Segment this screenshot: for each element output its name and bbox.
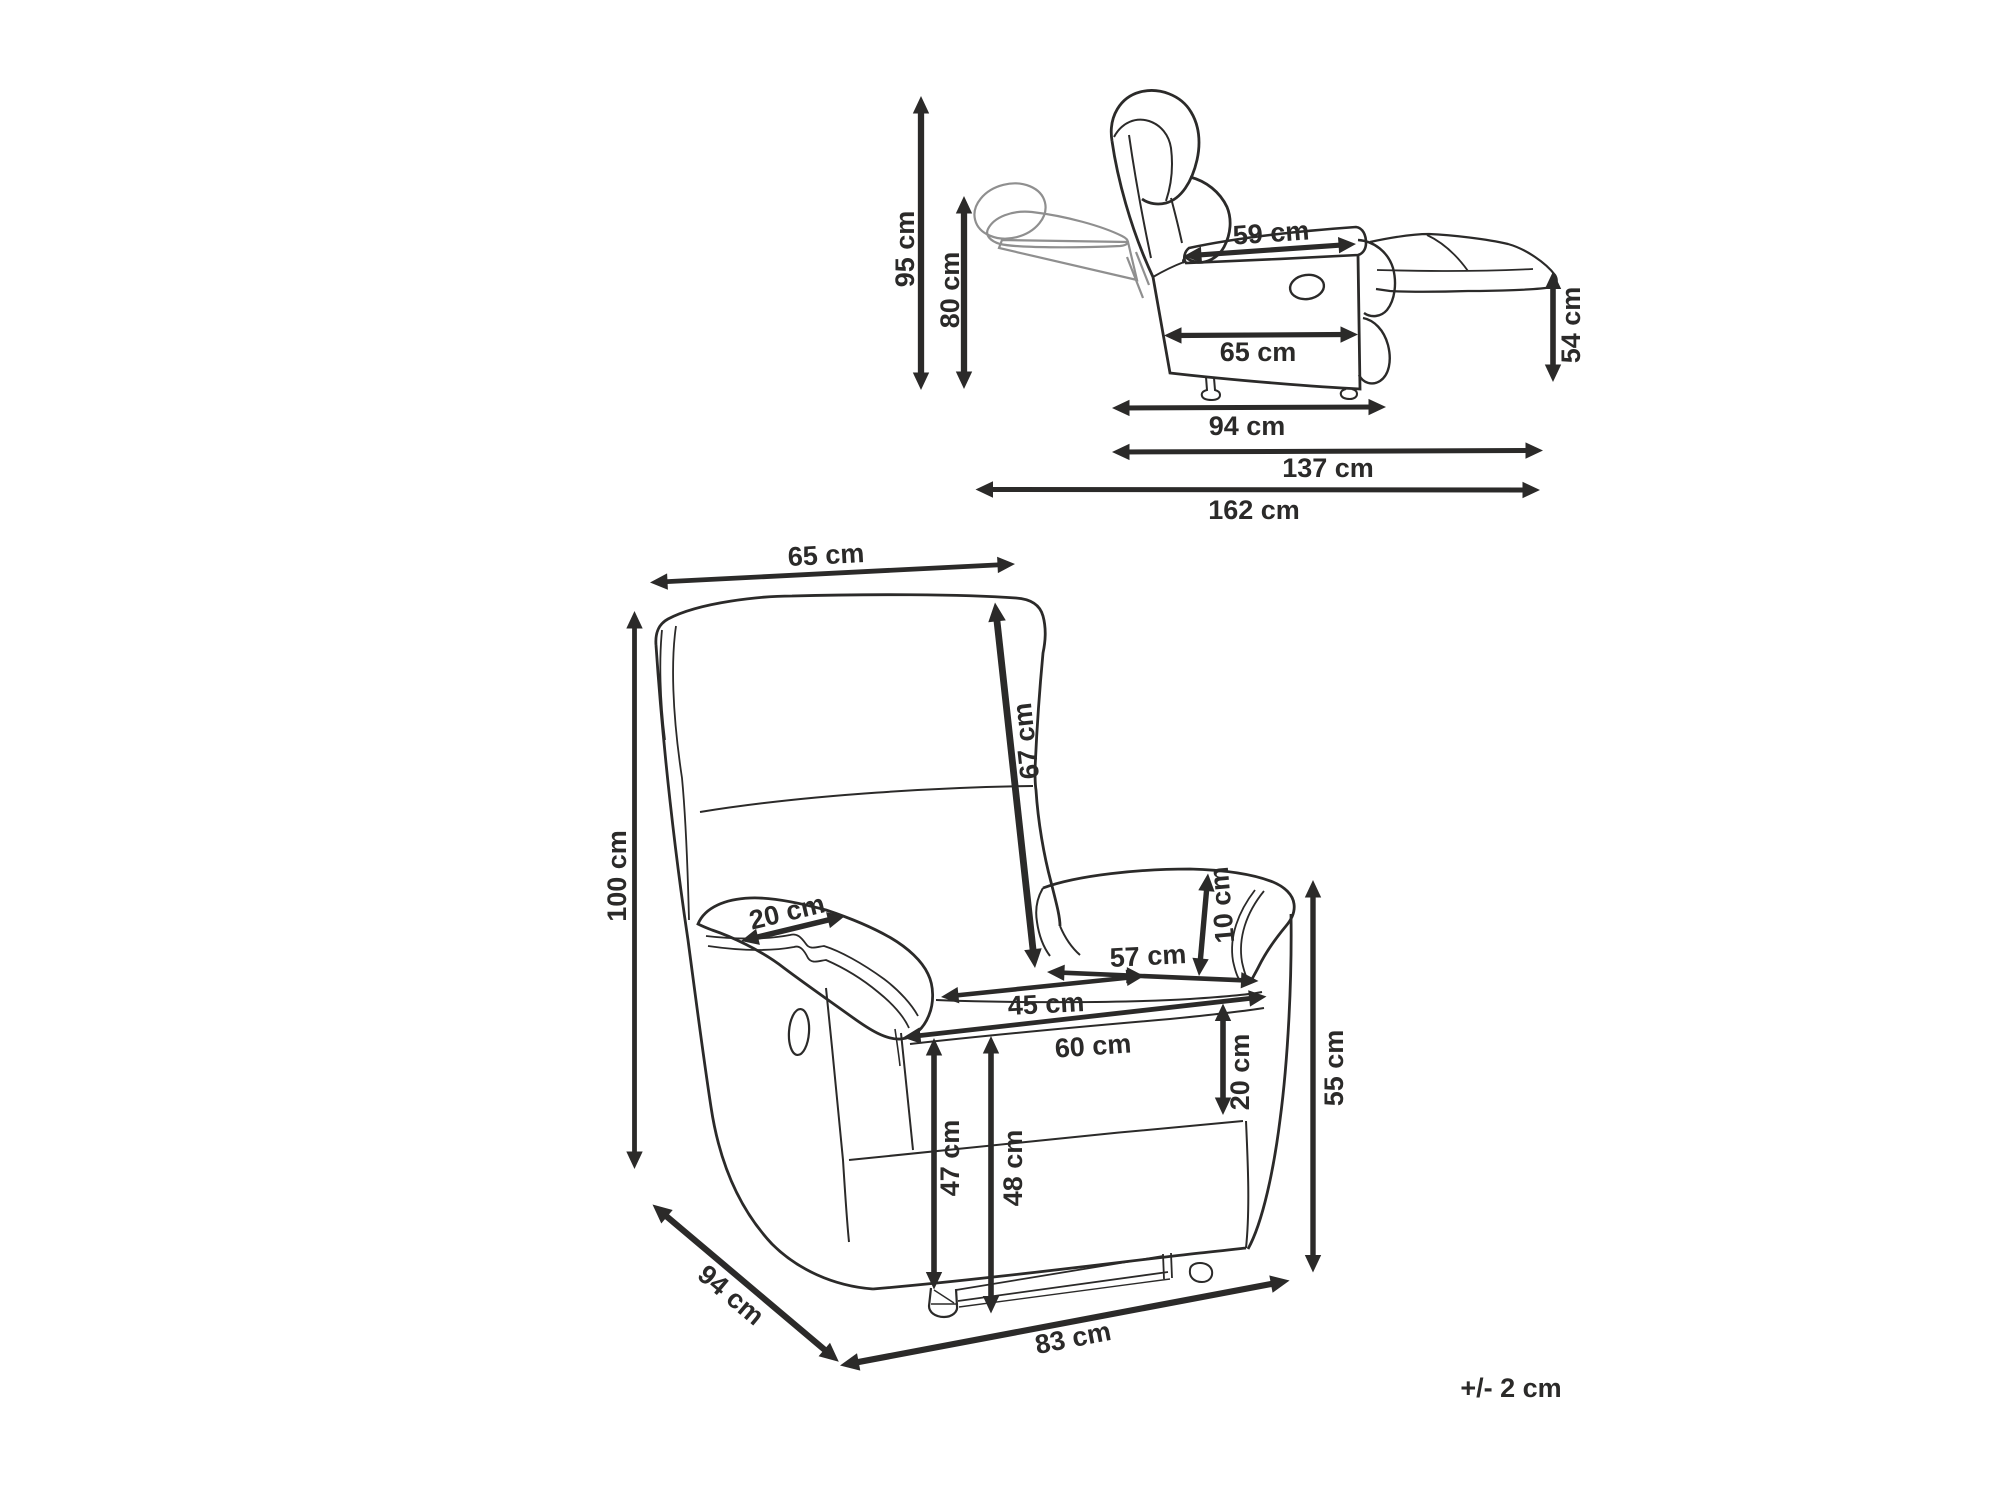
svg-text:95 cm: 95 cm [890,211,920,288]
svg-text:137 cm: 137 cm [1282,453,1374,483]
svg-text:54 cm: 54 cm [1556,287,1586,364]
svg-text:60 cm: 60 cm [1054,1028,1132,1063]
svg-text:20 cm: 20 cm [1225,1034,1255,1111]
svg-text:+/- 2 cm: +/- 2 cm [1460,1373,1561,1403]
svg-text:45 cm: 45 cm [1007,987,1085,1021]
svg-text:55 cm: 55 cm [1319,1030,1349,1107]
svg-text:162 cm: 162 cm [1208,495,1300,525]
svg-text:80 cm: 80 cm [935,252,965,329]
svg-text:59 cm: 59 cm [1232,215,1310,250]
svg-text:65 cm: 65 cm [1220,337,1297,367]
svg-text:10 cm: 10 cm [1204,866,1241,945]
svg-text:47 cm: 47 cm [935,1120,965,1197]
svg-text:100 cm: 100 cm [602,830,632,922]
svg-text:65 cm: 65 cm [787,538,865,572]
svg-text:57 cm: 57 cm [1109,939,1187,973]
svg-text:94 cm: 94 cm [1209,411,1286,441]
svg-text:48 cm: 48 cm [998,1130,1028,1207]
